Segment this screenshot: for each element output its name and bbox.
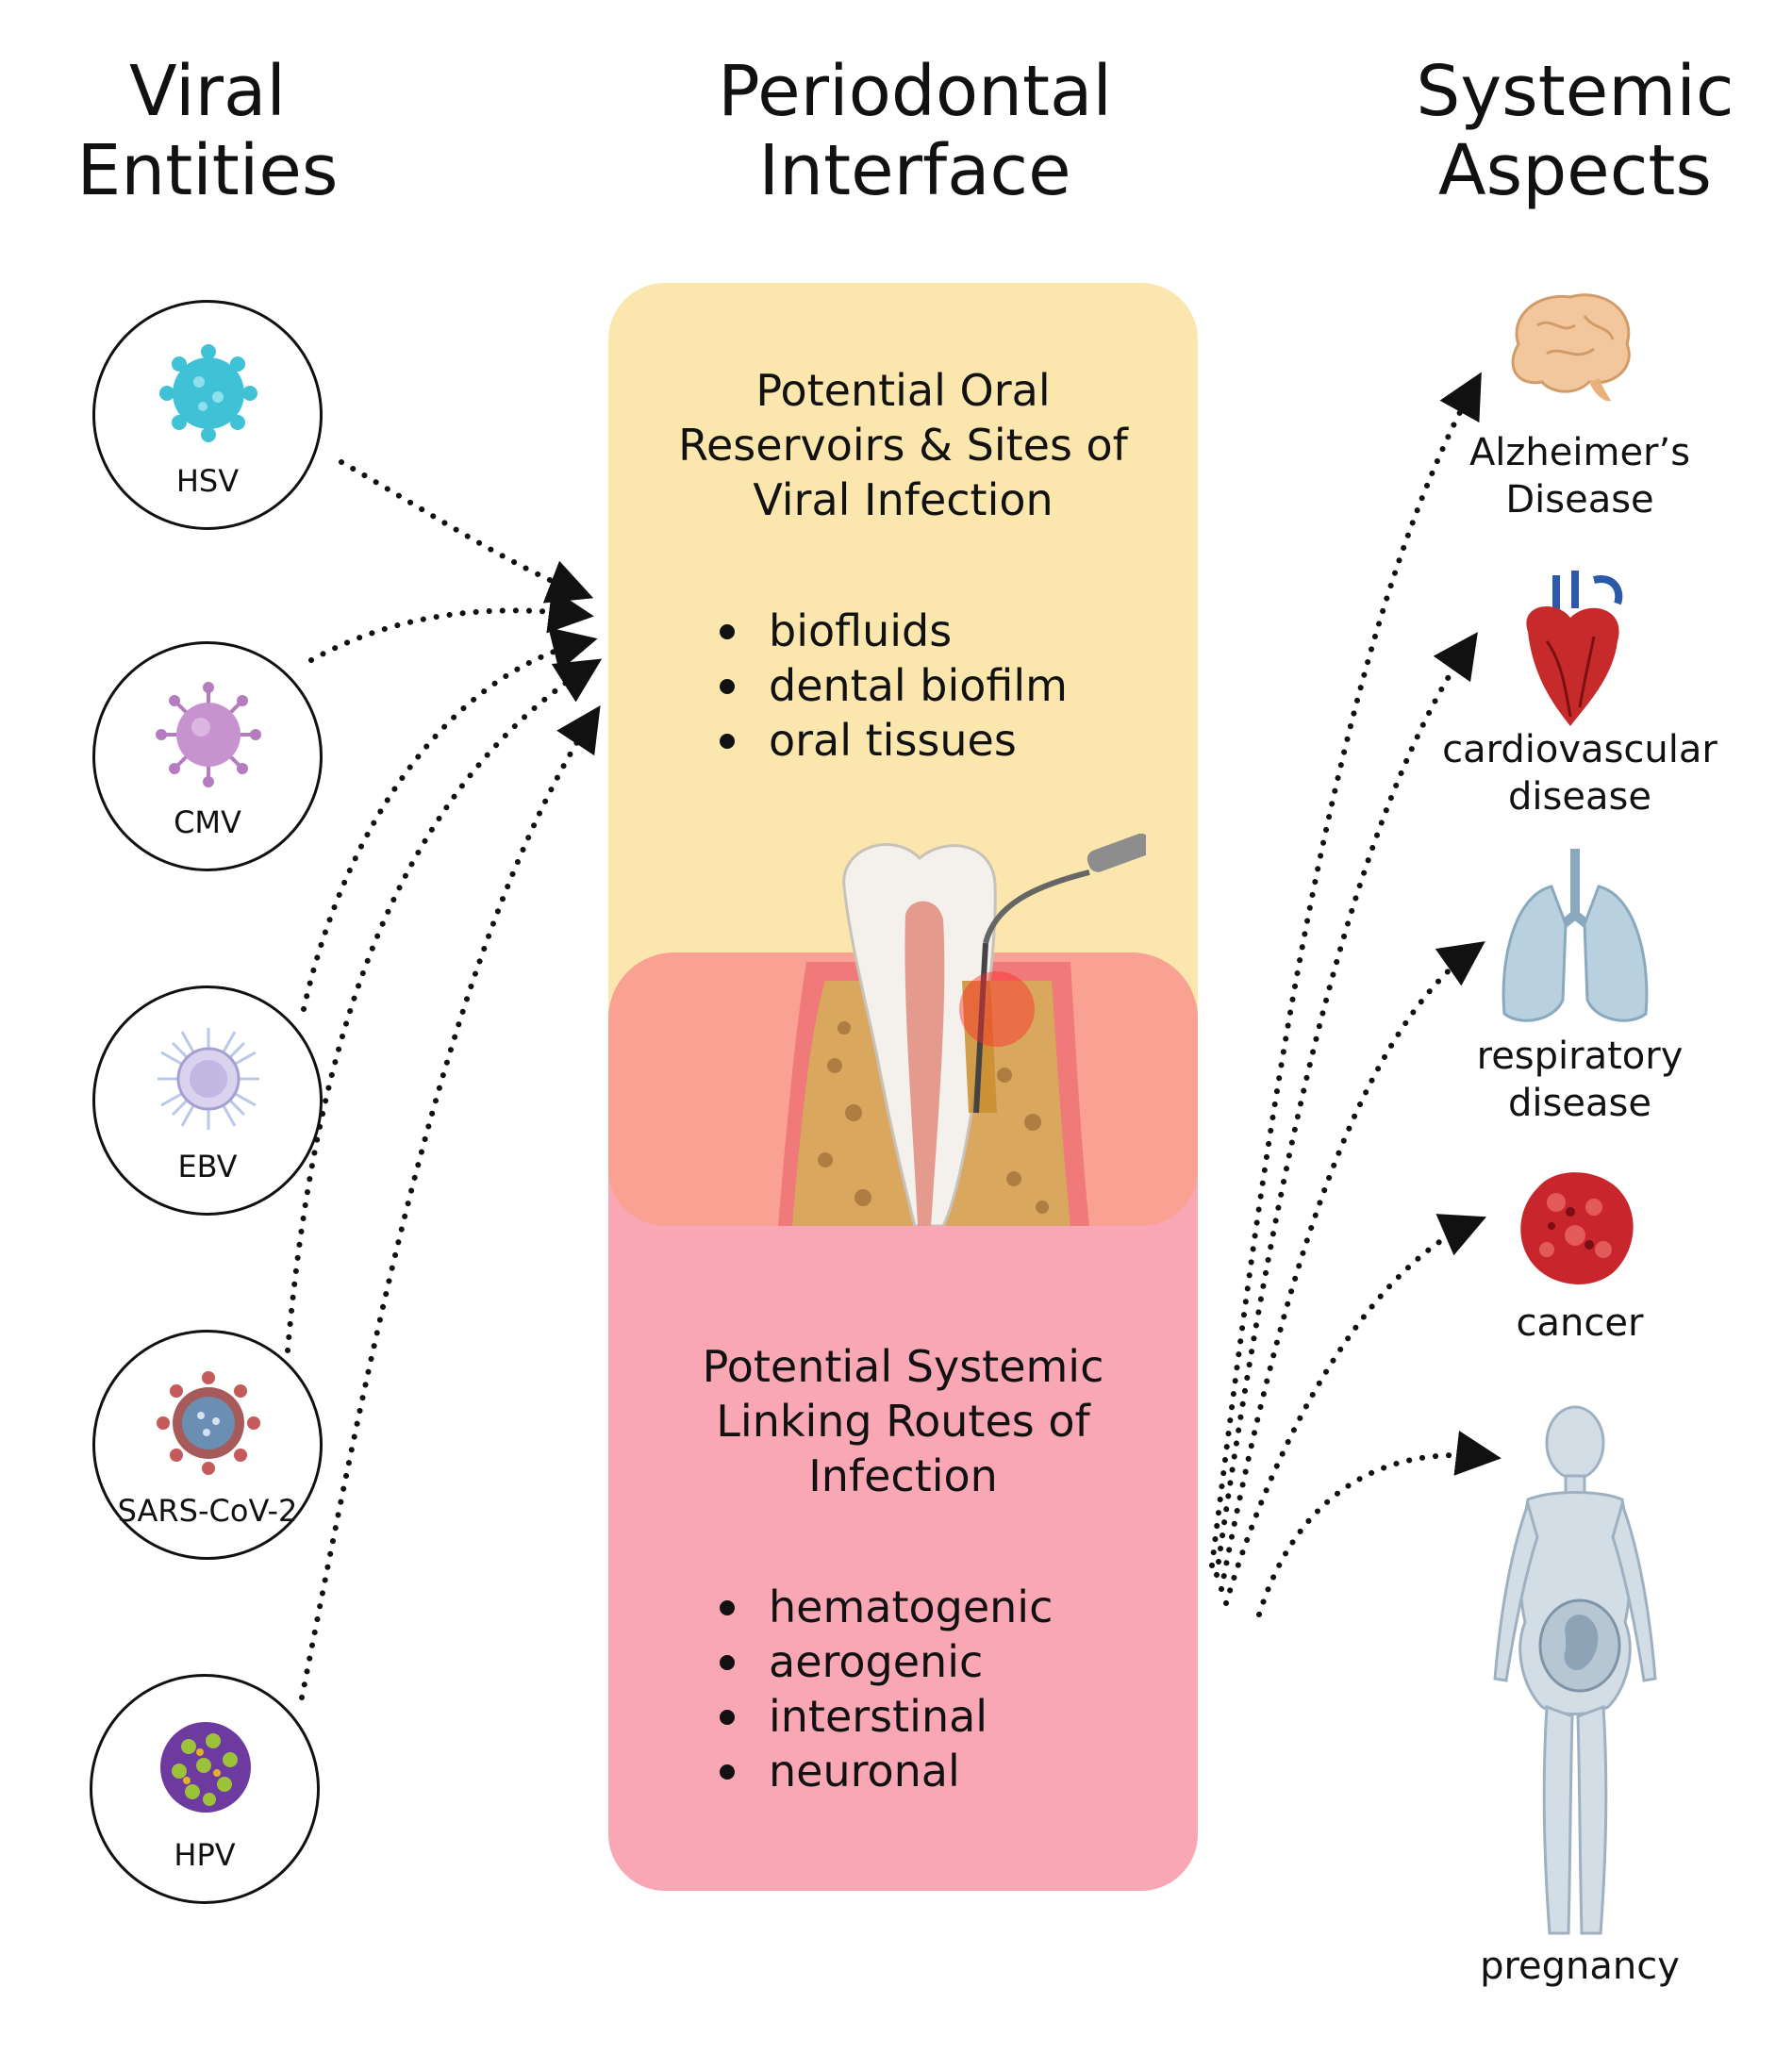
oral-reservoirs-list: biofluids dental biofilm oral tissues (720, 604, 1068, 768)
virus-label: EBV (177, 1149, 238, 1184)
column-title-line: Interface (758, 130, 1071, 211)
systemic-label-line: cancer (1516, 1301, 1644, 1345)
virus-label: HSV (175, 463, 240, 499)
hsv-virus-icon (159, 344, 257, 442)
brain-icon (1511, 293, 1631, 402)
sars-cov-2-virus-icon (157, 1371, 260, 1475)
systemic-item-cardiovascular: cardiovascular disease (1415, 726, 1745, 820)
virus-node-ebv: EBV (92, 985, 323, 1216)
virus-label: CMV (174, 804, 241, 840)
systemic-item-respiratory: respiratory disease (1443, 1033, 1717, 1127)
heading-line: Reservoirs & Sites of (678, 420, 1128, 471)
heading-line: Potential Systemic (702, 1341, 1104, 1392)
arrow-pregnancy (1256, 1431, 1502, 1617)
systemic-routes-heading: Potential Systemic Linking Routes of Inf… (608, 1339, 1198, 1503)
virus-label: SARS-CoV-2 (117, 1493, 298, 1529)
list-item: dental biofilm (720, 658, 1068, 713)
cmv-virus-icon (156, 682, 261, 787)
arrow-respiratory (1219, 941, 1485, 1592)
ebv-virus-icon (158, 1028, 259, 1130)
column-title-line: Systemic (1416, 51, 1734, 132)
hpv-virus-icon (160, 1722, 251, 1813)
heading-line: Linking Routes of (716, 1396, 1090, 1447)
column-title-viral-entities: Viral Entities (38, 52, 377, 210)
column-title-line: Entities (76, 130, 339, 211)
systemic-label-line: Alzheimer’s (1468, 431, 1691, 474)
column-title-systemic-aspects: Systemic Aspects (1377, 52, 1773, 210)
arrow-hsv (339, 459, 594, 604)
arrow-cmv (308, 588, 594, 663)
heading-line: Viral Infection (753, 474, 1054, 525)
systemic-label-line: disease (1508, 775, 1651, 819)
arrow-sars (285, 658, 603, 1353)
column-title-line: Periodontal (718, 51, 1112, 132)
column-title-line: Viral (129, 51, 286, 132)
arrow-cardio (1214, 632, 1478, 1578)
list-item: aerogenic (720, 1634, 1053, 1689)
arrow-cancer (1223, 1214, 1487, 1606)
list-item: biofluids (720, 604, 1068, 658)
systemic-item-pregnancy: pregnancy (1443, 1943, 1717, 1990)
list-item: neuronal (720, 1744, 1053, 1798)
arrow-hpv (299, 704, 601, 1700)
virus-node-cmv: CMV (92, 641, 323, 871)
column-title-line: Aspects (1438, 130, 1712, 211)
tumor-icon (1520, 1172, 1634, 1284)
systemic-routes-list: hematogenic aerogenic interstinal neuron… (720, 1580, 1053, 1798)
oral-reservoirs-heading: Potential Oral Reservoirs & Sites of Vir… (608, 363, 1198, 527)
virus-node-hpv: HPV (90, 1674, 320, 1904)
virus-node-hsv: HSV (92, 300, 323, 530)
list-item: hematogenic (720, 1580, 1053, 1634)
virus-node-sars-cov-2: SARS-CoV-2 (92, 1330, 323, 1560)
systemic-item-cancer: cancer (1443, 1300, 1717, 1347)
list-item: interstinal (720, 1689, 1053, 1744)
periodontal-tooth-probe-icon (778, 833, 1146, 1226)
systemic-label-line: respiratory (1476, 1035, 1684, 1078)
arrow-alzheimer (1209, 372, 1482, 1568)
virus-label: HPV (174, 1837, 236, 1873)
systemic-label-line: disease (1508, 1082, 1651, 1125)
systemic-item-alzheimers: Alzheimer’s Disease (1443, 429, 1717, 523)
pregnant-body-icon (1493, 1405, 1657, 1935)
systemic-label-line: cardiovascular (1442, 728, 1717, 771)
arrow-ebv (301, 627, 598, 1012)
lungs-icon (1502, 849, 1649, 1022)
heading-line: Potential Oral (755, 365, 1051, 416)
systemic-label-line: Disease (1505, 478, 1654, 522)
heading-line: Infection (808, 1450, 998, 1501)
heart-icon (1526, 571, 1623, 726)
systemic-label-line: pregnancy (1480, 1945, 1680, 1988)
column-title-periodontal-interface: Periodontal Interface (660, 52, 1170, 210)
list-item: oral tissues (720, 713, 1068, 768)
